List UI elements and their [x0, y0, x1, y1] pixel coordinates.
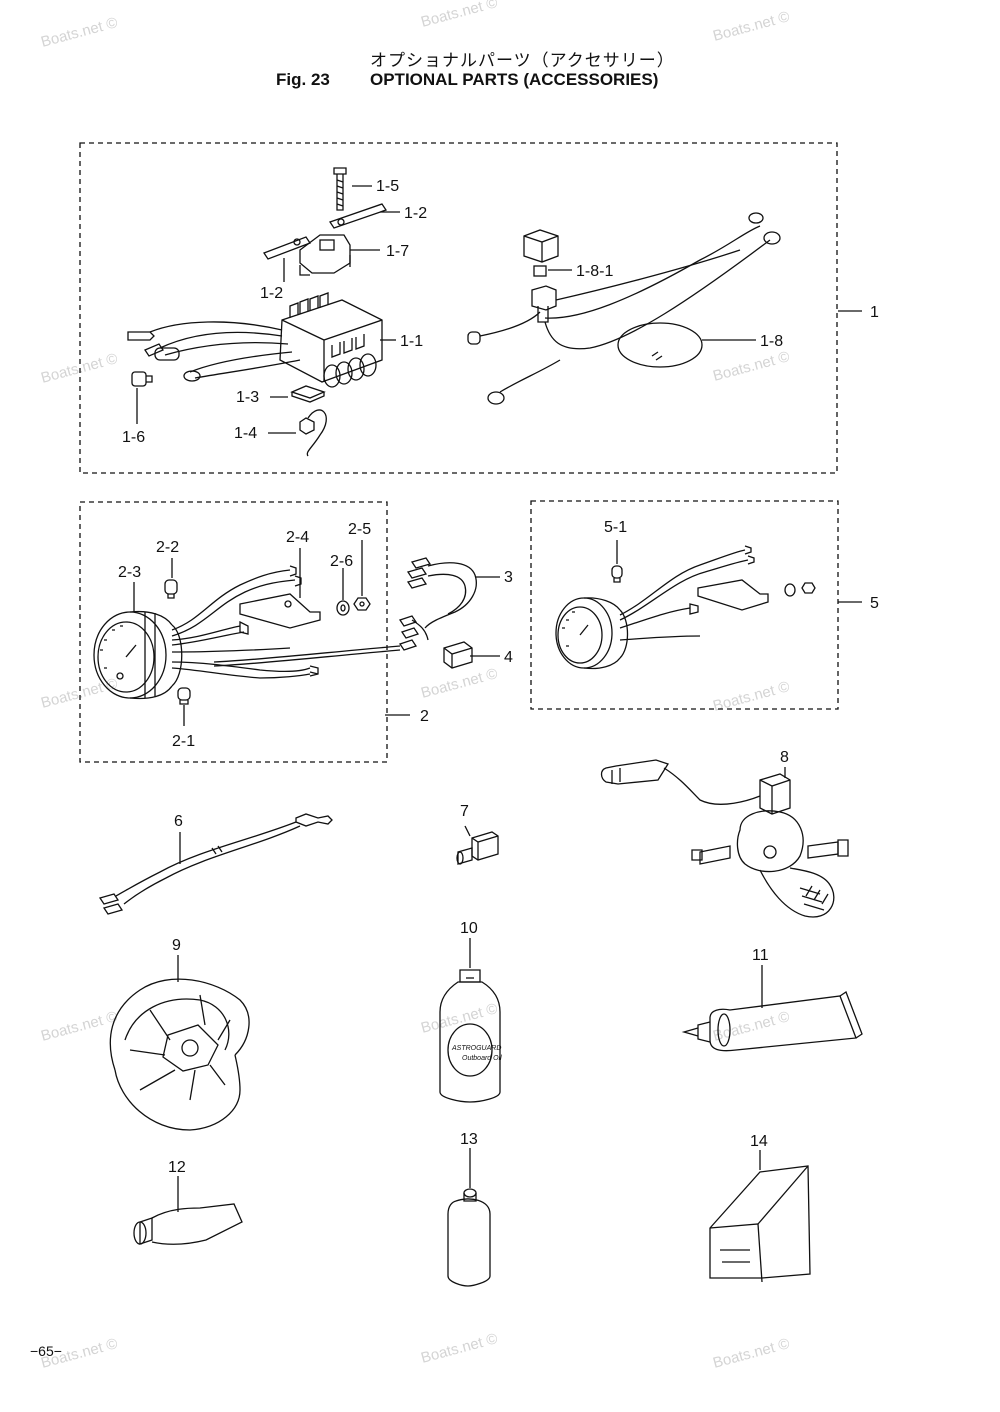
part-label-5-1: 5-1: [604, 519, 627, 536]
part-label-2-3: 2-3: [118, 564, 141, 581]
part-label-1-7: 1-7: [386, 243, 409, 260]
part-label-2-5: 2-5: [348, 521, 371, 538]
part-label-2-2: 2-2: [156, 539, 179, 556]
nut-icon: [353, 597, 371, 611]
part-label-1-2: 1-2: [404, 205, 427, 222]
part-label-7: 7: [460, 803, 469, 820]
cap-icon: [131, 371, 153, 387]
part-label-1-6: 1-6: [122, 429, 145, 446]
part-label-2-4: 2-4: [286, 529, 309, 546]
cable-icon: [98, 813, 333, 915]
connector-icon: [127, 331, 155, 341]
group-label-2: 2: [420, 708, 429, 725]
part-label-2-1: 2-1: [172, 733, 195, 750]
throttle-grip-icon: [600, 759, 849, 918]
part-label-1-1: 1-1: [400, 333, 423, 350]
washer-icon: [784, 583, 796, 597]
bolt-icon: [333, 167, 347, 211]
bulb-icon: [611, 565, 623, 583]
part-label-4: 4: [504, 649, 513, 666]
wiring-harness-icon: [467, 212, 781, 405]
fitting-icon: [456, 831, 499, 865]
part-label-1-3: 1-3: [236, 389, 259, 406]
flywheel-cover-icon: [109, 978, 250, 1131]
part-label-9: 9: [172, 937, 181, 954]
gauge-icon: [555, 597, 629, 670]
packet-icon: [709, 1165, 811, 1283]
part-label-1-5: 1-5: [376, 178, 399, 195]
bracket-icon: [239, 593, 321, 629]
washer-icon: [336, 600, 350, 616]
part-label-12: 12: [168, 1159, 186, 1176]
relay-icon: [523, 229, 559, 277]
grease-tube-icon: [681, 991, 863, 1052]
part-label-10: 10: [460, 920, 478, 937]
regulator-icon: [279, 292, 383, 388]
clamp-icon: [299, 417, 315, 435]
oil-can-icon: [439, 969, 501, 1103]
part-label-1-8-1: 1-8-1: [576, 263, 613, 280]
part-label-1-2: 1-2: [260, 285, 283, 302]
figure-title: OPTIONAL PARTS (ACCESSORIES): [370, 70, 659, 89]
group-label-5: 5: [870, 595, 879, 612]
terminal-icon: [183, 370, 201, 382]
extension-harness-icon: [213, 557, 477, 667]
spray-can-icon: [447, 1188, 491, 1287]
group-1-box: [79, 142, 838, 474]
group-5-box: [530, 500, 839, 710]
part-label-1-8: 1-8: [760, 333, 783, 350]
group-label-1: 1: [870, 304, 879, 321]
group-2-box: [79, 501, 388, 763]
page-number: −65−: [30, 1343, 62, 1359]
can-label-line1: ASTROGUARD: [451, 1045, 501, 1052]
part-label-8: 8: [780, 749, 789, 766]
connector-icon: [144, 343, 164, 357]
bracket-icon: [299, 234, 351, 274]
bulb-icon: [177, 687, 191, 705]
bracket-icon: [697, 579, 769, 611]
part-label-2-6: 2-6: [330, 553, 353, 570]
part-label-6: 6: [174, 813, 183, 830]
part-label-1-4: 1-4: [234, 425, 257, 442]
grease-tube-icon: [133, 1203, 243, 1245]
pad-icon: [290, 385, 326, 399]
fuse-holder-icon: [443, 641, 473, 669]
figure-number: Fig. 23: [276, 70, 330, 89]
strap-icon: [328, 203, 388, 229]
connector-icon: [154, 347, 180, 361]
bulb-icon: [164, 579, 178, 599]
part-label-3: 3: [504, 569, 513, 586]
nut-icon: [801, 582, 816, 594]
part-label-13: 13: [460, 1131, 478, 1148]
can-label-line2: Outboard Oil: [462, 1055, 502, 1062]
japanese-title: オプショナルパーツ（アクセサリー）: [370, 51, 675, 71]
part-label-11: 11: [752, 947, 769, 964]
part-label-14: 14: [750, 1133, 768, 1150]
gauge-icon: [93, 610, 183, 700]
